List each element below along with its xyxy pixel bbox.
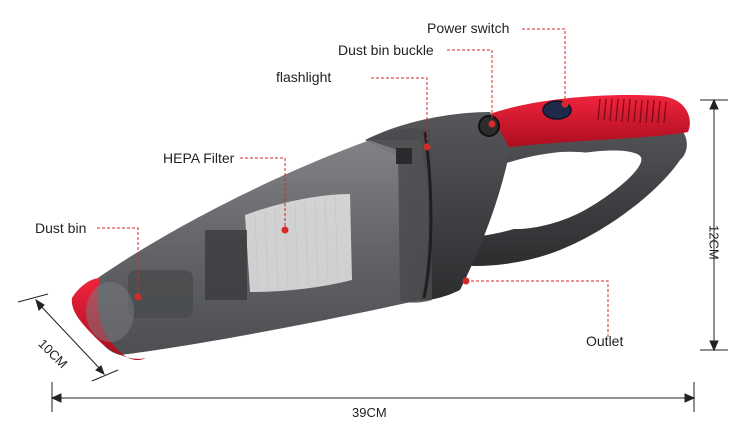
label-dust-bin-buckle: Dust bin buckle xyxy=(338,42,434,58)
label-dust-bin: Dust bin xyxy=(35,220,87,236)
grip-vents xyxy=(597,98,667,124)
collar-ring xyxy=(368,128,432,303)
label-flashlight: flashlight xyxy=(276,69,332,85)
red-grip xyxy=(480,94,690,150)
handle-opening xyxy=(503,150,642,230)
dimension-lines xyxy=(17,98,728,412)
leader-dots xyxy=(134,100,569,301)
dimension-height: 12CM xyxy=(706,225,722,260)
label-outlet: Outlet xyxy=(586,333,624,349)
label-hepa-filter: HEPA Filter xyxy=(163,150,235,166)
buckle-button xyxy=(478,115,500,137)
label-power-switch: Power switch xyxy=(427,20,510,36)
inner-tube xyxy=(128,270,193,318)
dimension-length: 39CM xyxy=(352,405,387,420)
filter-pleats xyxy=(254,194,339,291)
motor-body xyxy=(365,112,510,301)
leader-lines xyxy=(97,28,609,338)
